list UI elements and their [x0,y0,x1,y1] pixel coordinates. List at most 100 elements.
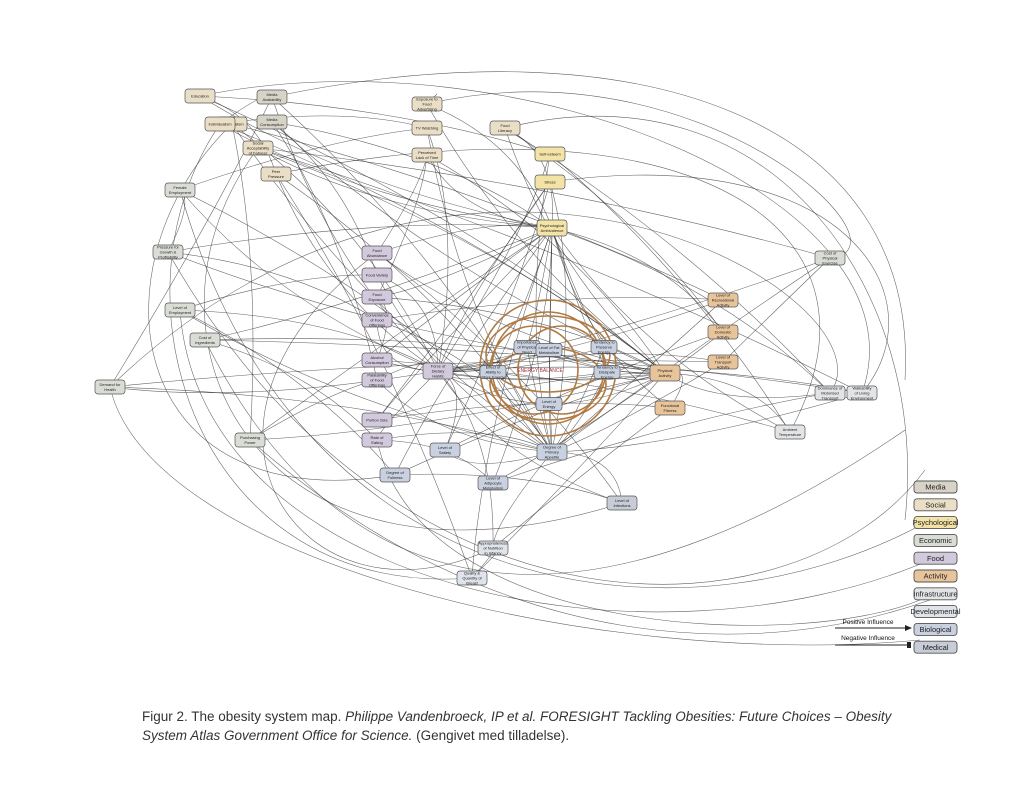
svg-text:Level of: Level of [486,476,501,481]
svg-text:Habits: Habits [432,373,443,378]
node-food-variety: Food Variety [361,267,393,283]
svg-text:Metabolism: Metabolism [539,350,560,355]
svg-text:Transport: Transport [715,360,733,365]
node-stress: Stress [534,174,566,190]
svg-text:of Living: of Living [855,391,870,396]
svg-text:Level of: Level of [438,445,453,450]
legend-item-developmental: Developmental [910,605,961,619]
svg-text:Infrastructure: Infrastructure [913,589,957,598]
svg-text:Force of: Force of [431,364,447,369]
svg-text:Physical: Physical [658,368,673,373]
svg-text:Social: Social [925,500,946,509]
svg-text:of Fatness: of Fatness [249,150,268,155]
svg-text:Ambivalence: Ambivalence [541,228,565,233]
caption-prefix: Figur 2. The obesity system map. [142,709,346,724]
svg-text:Power: Power [244,440,256,445]
svg-text:Activity: Activity [659,373,672,378]
svg-text:Level of: Level of [542,399,557,404]
svg-text:Negative Influence: Negative Influence [841,635,895,642]
svg-text:Recreational: Recreational [712,298,735,303]
svg-text:Positive Influence: Positive Influence [843,619,894,626]
svg-text:Medical: Medical [923,643,949,652]
svg-text:Food Variety: Food Variety [366,273,388,278]
node-individualism: Individualism [204,116,236,132]
svg-text:Biological: Biological [919,625,951,634]
svg-text:Metabolism: Metabolism [483,485,504,490]
svg-text:in Infancy: in Infancy [484,550,501,555]
node-portion-size: Portion Size [361,412,393,428]
svg-text:Portion Size: Portion Size [366,418,388,423]
legend: MediaSocialPsychologicalEconomicFoodActi… [835,480,961,654]
svg-text:Motorised: Motorised [821,391,839,396]
svg-text:Infections: Infections [613,503,630,508]
legend-item-activity: Activity [913,569,958,583]
figure-caption: Figur 2. The obesity system map. Philipp… [142,707,902,745]
svg-text:Purchasing: Purchasing [240,435,260,440]
svg-text:Appropriateness: Appropriateness [478,541,507,546]
svg-text:Activity: Activity [717,364,730,369]
svg-text:Offerings: Offerings [369,382,385,387]
svg-text:Breast: Breast [466,580,478,585]
svg-text:Satiety: Satiety [439,450,451,455]
svg-text:Walkability: Walkability [853,386,872,391]
svg-text:Adipocyte: Adipocyte [484,481,502,486]
svg-text:of Food: of Food [370,378,384,383]
svg-text:Activity: Activity [717,302,730,307]
svg-text:Advertising: Advertising [417,106,437,111]
svg-text:Energy: Energy [598,349,611,354]
svg-text:Dissipate: Dissipate [599,370,616,375]
svg-text:Physical: Physical [823,256,838,261]
caption-suffix: (Gengivet med tilladelse). [412,728,570,743]
svg-text:Fullness: Fullness [388,475,403,480]
svg-text:Importance: Importance [517,340,538,345]
svg-text:Employment: Employment [169,310,192,315]
svg-text:Food: Food [372,248,381,253]
svg-text:Availability: Availability [263,97,282,102]
svg-text:of Food: of Food [370,318,384,323]
svg-text:Dietary: Dietary [432,369,445,374]
svg-text:Ambient: Ambient [783,427,799,432]
svg-text:Abundance: Abundance [367,253,388,258]
svg-text:TV Watching: TV Watching [416,126,439,131]
svg-text:Tendency to: Tendency to [593,340,615,345]
svg-text:Level of: Level of [615,498,630,503]
svg-text:Level of: Level of [716,355,731,360]
energy-balance-label: ENERGY BALANCE [517,368,563,374]
svg-text:Effect of: Effect of [486,365,501,370]
svg-text:Media: Media [267,117,279,122]
svg-text:Food: Food [500,123,509,128]
svg-text:Functional: Functional [661,403,680,408]
svg-text:Health: Health [104,387,116,392]
node-tv-watching: TV Watching [411,120,443,136]
svg-text:Stress: Stress [544,180,555,185]
svg-text:Environment: Environment [851,395,874,400]
svg-text:Alcohol: Alcohol [370,355,383,360]
